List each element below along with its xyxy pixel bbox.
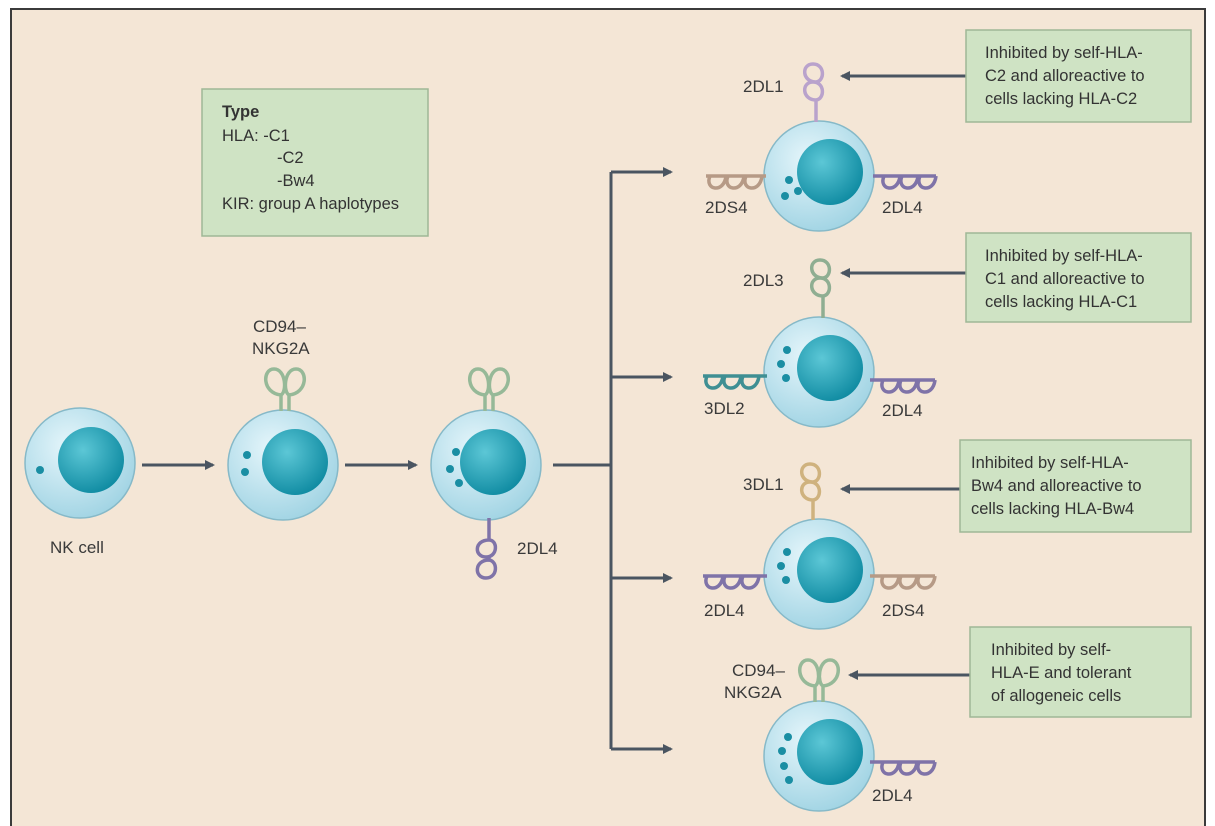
branch-lines [553, 172, 613, 749]
nk-cell-stage2 [227, 409, 339, 521]
legend-line: -Bw4 [277, 172, 315, 190]
cd94-nkg2a-receptor [264, 367, 306, 411]
nk-cell-outcome-4 [763, 700, 875, 812]
3dl2-receptor [703, 374, 767, 390]
cd94-nkg2a-receptor [468, 367, 510, 411]
top-receptor-label: 2DL1 [743, 77, 784, 96]
nk-cell-outcome-1 [763, 120, 875, 232]
top-receptor-label: 3DL1 [743, 475, 784, 494]
box-line: Inhibited by self-HLA- [985, 44, 1143, 62]
right-receptor-label: 2DS4 [882, 601, 925, 620]
2ds4-receptor [870, 574, 937, 590]
top-receptor-label: NKG2A [724, 683, 782, 702]
left-receptor-label: 2DS4 [705, 198, 748, 217]
cd94-label: CD94– [253, 317, 306, 336]
nkg2a-label: NKG2A [252, 339, 310, 358]
box-line: Bw4 and alloreactive to [971, 477, 1142, 495]
box-line: Inhibited by self-HLA- [985, 247, 1143, 265]
box-line: C1 and alloreactive to [985, 270, 1145, 288]
2dl4-receptor [475, 518, 498, 580]
2dl3-receptor [810, 258, 832, 318]
2dl4-receptor [870, 760, 937, 776]
2dl4-receptor [703, 574, 767, 590]
nk-cell-stage1 [24, 407, 136, 519]
top-receptor-label: 2DL3 [743, 271, 784, 290]
box-line: cells lacking HLA-Bw4 [971, 500, 1134, 518]
legend-line: HLA: -C1 [222, 127, 290, 145]
2dl1-receptor [803, 62, 825, 122]
outcome-box-3: Inhibited by self-HLA- Bw4 and alloreact… [959, 439, 1192, 533]
nk-cell-label: NK cell [50, 538, 104, 557]
nk-cell-outcome-2 [763, 316, 875, 428]
legend-line: KIR: group A haplotypes [222, 195, 399, 213]
outcome-box-4: Inhibited by self- HLA-E and tolerant of… [969, 626, 1192, 718]
left-receptor-label: 2DL4 [704, 601, 745, 620]
box-line: cells lacking HLA-C1 [985, 293, 1137, 311]
box-line: Inhibited by self- [991, 641, 1111, 659]
box-line: cells lacking HLA-C2 [985, 90, 1137, 108]
2ds4-receptor [706, 174, 766, 190]
top-receptor-label: CD94– [732, 661, 785, 680]
outcome-box-1: Inhibited by self-HLA- C2 and alloreacti… [965, 29, 1192, 123]
box-line: C2 and alloreactive to [985, 67, 1145, 85]
cd94-nkg2a-receptor [798, 658, 840, 702]
left-receptor-label: 3DL2 [704, 399, 745, 418]
box-line: HLA-E and tolerant [991, 664, 1132, 682]
outcome-box-2: Inhibited by self-HLA- C1 and alloreacti… [965, 232, 1192, 323]
box-line: Inhibited by self-HLA- [971, 454, 1129, 472]
3dl1-receptor [800, 462, 822, 520]
legend-line: -C2 [277, 149, 304, 167]
nk-cell-outcome-3 [763, 518, 875, 630]
legend-title: Type [222, 103, 259, 121]
2dl4-receptor [870, 378, 937, 394]
right-receptor-label: 2DL4 [872, 786, 913, 805]
box-line: of allogeneic cells [991, 687, 1121, 705]
stage3-receptor-label: 2DL4 [517, 539, 558, 558]
right-receptor-label: 2DL4 [882, 198, 923, 217]
nk-cell-stage3 [430, 409, 542, 521]
2dl4-receptor [873, 174, 938, 190]
right-receptor-label: 2DL4 [882, 401, 923, 420]
legend-box: Type HLA: -C1 -C2 -Bw4 KIR: group A hapl… [201, 88, 429, 237]
